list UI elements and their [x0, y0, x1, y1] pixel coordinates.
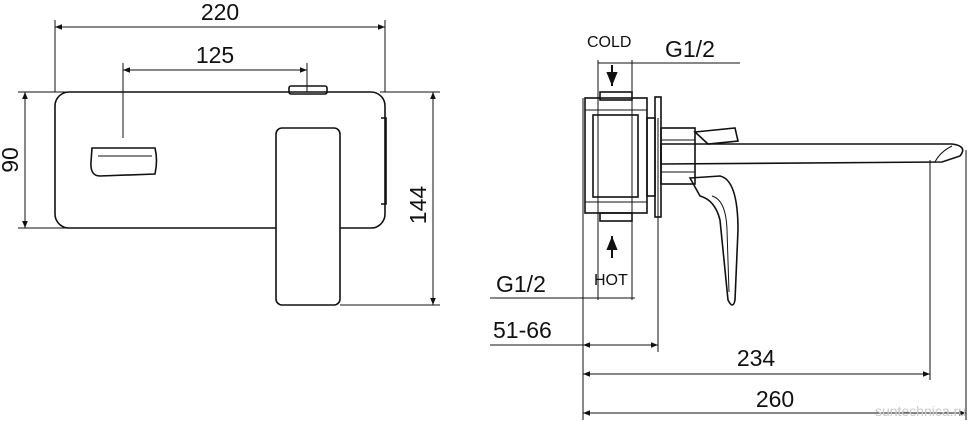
label-thread-top: G1/2	[665, 36, 715, 62]
handle-top	[693, 127, 739, 145]
spout-outlet	[90, 147, 158, 177]
mixer-body-inner	[592, 114, 639, 198]
cold-inlet	[599, 91, 633, 101]
dim-text-spout-reach: 234	[737, 345, 776, 371]
lever-side-inner	[711, 195, 730, 293]
lever-handle	[275, 127, 341, 306]
side-plate-spacer	[646, 117, 656, 197]
hot-inlet	[599, 212, 633, 222]
dim-text-body-height: 90	[0, 147, 23, 173]
dim-text-total-length: 260	[756, 386, 794, 412]
lever-side	[688, 175, 739, 306]
top-connection	[288, 85, 328, 95]
spout	[660, 143, 964, 165]
front-view: 220 125 90 144	[0, 0, 440, 306]
label-thread-bottom: G1/2	[496, 271, 546, 297]
spout-tip-curve	[934, 145, 953, 163]
watermark-text: suntechnica.ru	[875, 403, 966, 419]
dim-text-depth-range: 51-66	[493, 317, 552, 343]
label-cold: COLD	[587, 34, 631, 51]
dim-text-total-height: 144	[405, 186, 431, 225]
dim-text-handle-offset: 125	[196, 42, 234, 68]
wall-plate-outline	[54, 91, 386, 229]
label-hot: HOT	[594, 272, 628, 289]
plate-edge-right	[381, 117, 387, 205]
dim-text-width: 220	[201, 0, 239, 25]
cartridge-housing	[660, 127, 696, 185]
side-view: COLD G1/2 HOT G1/2	[490, 34, 967, 420]
